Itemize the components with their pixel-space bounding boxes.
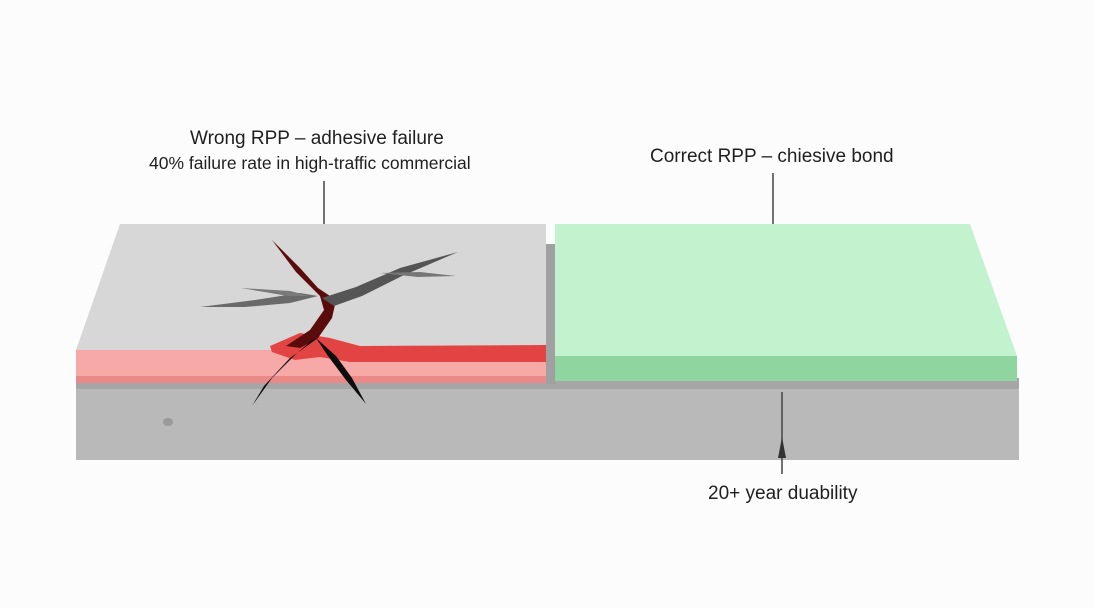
crack-red-band bbox=[270, 333, 546, 362]
wrong-rpp-failure-stat: 40% failure rate in high-traffic commerc… bbox=[149, 153, 471, 173]
correct-rpp-title: Correct RPP – chiesive bond bbox=[650, 146, 894, 167]
crack-left-branch bbox=[200, 293, 318, 307]
correct-slab-layer bbox=[555, 356, 1017, 381]
crack-lower-branch bbox=[380, 272, 456, 277]
adhesive-failure-crack bbox=[200, 240, 546, 406]
crack-main-fissure bbox=[272, 240, 336, 348]
crack-hairline bbox=[241, 288, 310, 296]
correct-rpp-slab bbox=[555, 224, 1017, 381]
crack-upper-branch bbox=[322, 252, 458, 306]
concrete-substrate-front bbox=[76, 388, 1019, 460]
wrong-rpp-title: Wrong RPP – adhesive failure bbox=[190, 128, 444, 149]
durability-label: 20+ year duability bbox=[708, 483, 858, 504]
crack-split-right bbox=[316, 338, 366, 404]
durability-leader-arrowhead bbox=[778, 437, 786, 458]
slab-gap bbox=[546, 244, 556, 384]
wrong-slab-layer-edge bbox=[76, 376, 546, 383]
concrete-pore bbox=[163, 418, 173, 426]
correct-slab-top-surface bbox=[555, 224, 1017, 356]
